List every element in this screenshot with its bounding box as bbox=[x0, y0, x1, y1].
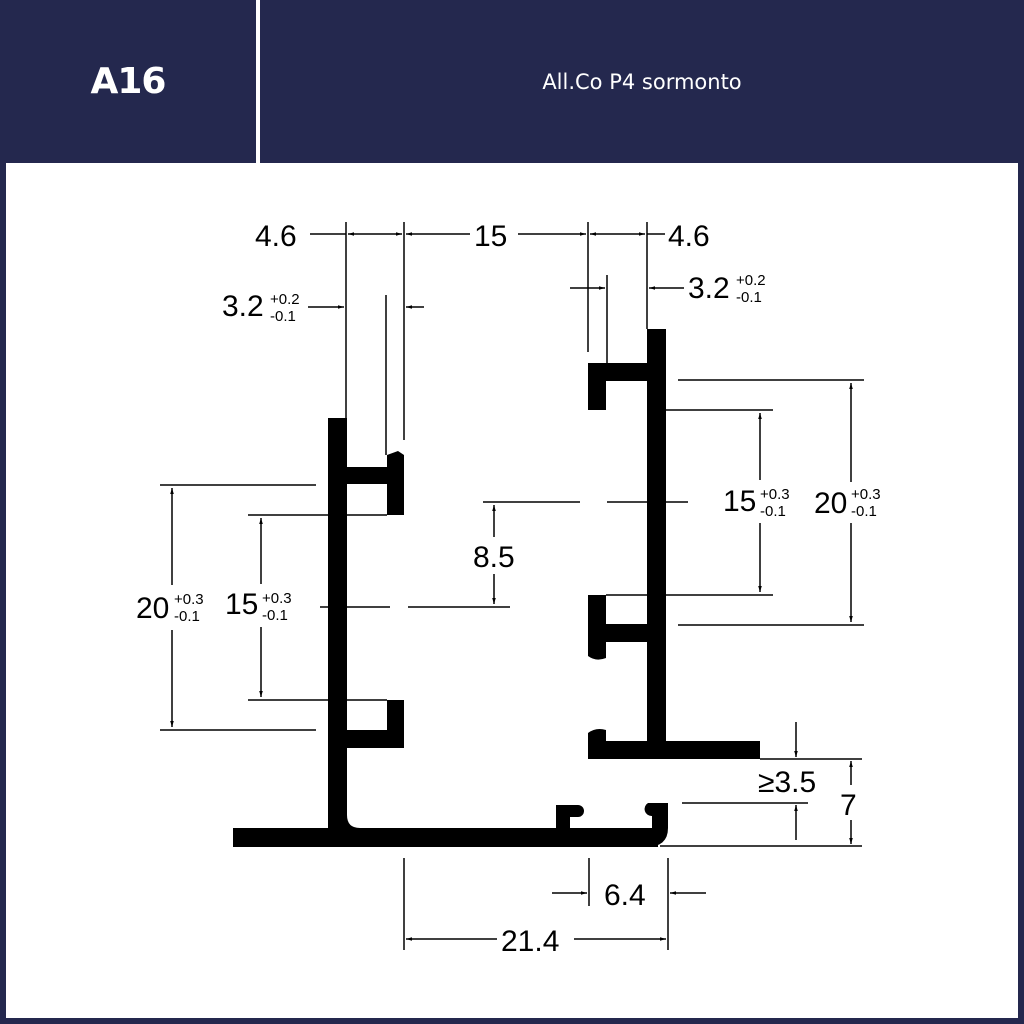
product-title-cell: All.Co P4 sormonto bbox=[260, 0, 1024, 163]
dim-top-gap: 15 bbox=[474, 220, 507, 253]
dim-right-inner: 15 bbox=[723, 485, 756, 518]
dim-left-inner-tol-minus: -0.1 bbox=[262, 607, 288, 624]
dim-base-height: 7 bbox=[840, 789, 857, 822]
product-title: All.Co P4 sormonto bbox=[542, 69, 742, 94]
dim-base-width: 21.4 bbox=[501, 925, 559, 958]
left-profile bbox=[233, 418, 668, 847]
dim-lip-width: 6.4 bbox=[604, 879, 646, 912]
dim-left-slot-tol-minus: -0.1 bbox=[270, 308, 296, 325]
dimension-lines bbox=[160, 222, 864, 950]
dim-left-inner-tol-plus: +0.3 bbox=[262, 590, 292, 607]
header-bar: A16 All.Co P4 sormonto bbox=[0, 0, 1024, 163]
dim-clearance: ≥3.5 bbox=[758, 766, 816, 799]
dim-top-left-width: 4.6 bbox=[255, 220, 297, 253]
dim-offset: 8.5 bbox=[473, 541, 515, 574]
dim-left-outer: 20 bbox=[136, 592, 169, 625]
dim-left-slot: 3.2 bbox=[222, 290, 264, 323]
dim-right-inner-tol-plus: +0.3 bbox=[760, 486, 790, 503]
dim-left-inner: 15 bbox=[225, 588, 258, 621]
dim-right-outer: 20 bbox=[814, 487, 847, 520]
dim-left-slot-tol-plus: +0.2 bbox=[270, 291, 300, 308]
dim-right-slot: 3.2 bbox=[688, 272, 730, 305]
product-code-cell: A16 bbox=[0, 0, 256, 163]
dim-right-inner-tol-minus: -0.1 bbox=[760, 503, 786, 520]
drawing-panel bbox=[6, 163, 1018, 1018]
dim-top-right-width: 4.6 bbox=[668, 220, 710, 253]
product-code: A16 bbox=[90, 61, 167, 102]
right-profile bbox=[588, 329, 760, 759]
dim-left-outer-tol-plus: +0.3 bbox=[174, 591, 204, 608]
dimension-labels: 4.6 15 4.6 3.2 +0.2 -0.1 3.2 +0.2 -0.1 2… bbox=[136, 220, 881, 958]
dim-left-outer-tol-minus: -0.1 bbox=[174, 608, 200, 625]
dim-right-slot-tol-minus: -0.1 bbox=[736, 289, 762, 306]
dim-right-slot-tol-plus: +0.2 bbox=[736, 272, 766, 289]
header-divider bbox=[256, 0, 260, 163]
dim-right-outer-tol-plus: +0.3 bbox=[851, 486, 881, 503]
dim-right-outer-tol-minus: -0.1 bbox=[851, 503, 877, 520]
